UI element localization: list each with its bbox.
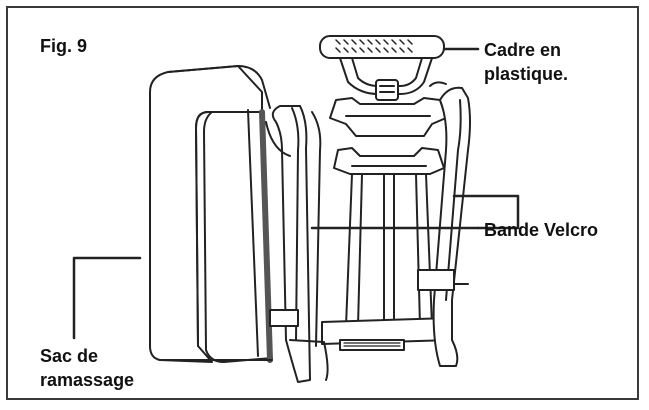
leader-sac [72, 256, 142, 340]
callout-velcro-strap-line1: Bande Velcro [484, 220, 599, 240]
callout-leaders [72, 47, 520, 340]
callout-plastic-frame-line1: Cadre en [484, 40, 562, 60]
callout-plastic-frame-line2: plastique. [484, 64, 569, 84]
callout-collection-bag-line2: ramassage [40, 370, 135, 390]
velcro-strap-left [265, 105, 329, 383]
callout-collection-bag-line1: Sac de [40, 346, 99, 366]
leader-bande-right [452, 194, 520, 230]
collection-bag [149, 65, 273, 363]
figure-label: Fig. 9 [40, 36, 88, 56]
callout-velcro-strap: Bande Velcro [484, 218, 598, 242]
callout-plastic-frame: Cadre en plastique. [484, 38, 568, 86]
callout-collection-bag: Sac de ramassage [40, 344, 134, 392]
